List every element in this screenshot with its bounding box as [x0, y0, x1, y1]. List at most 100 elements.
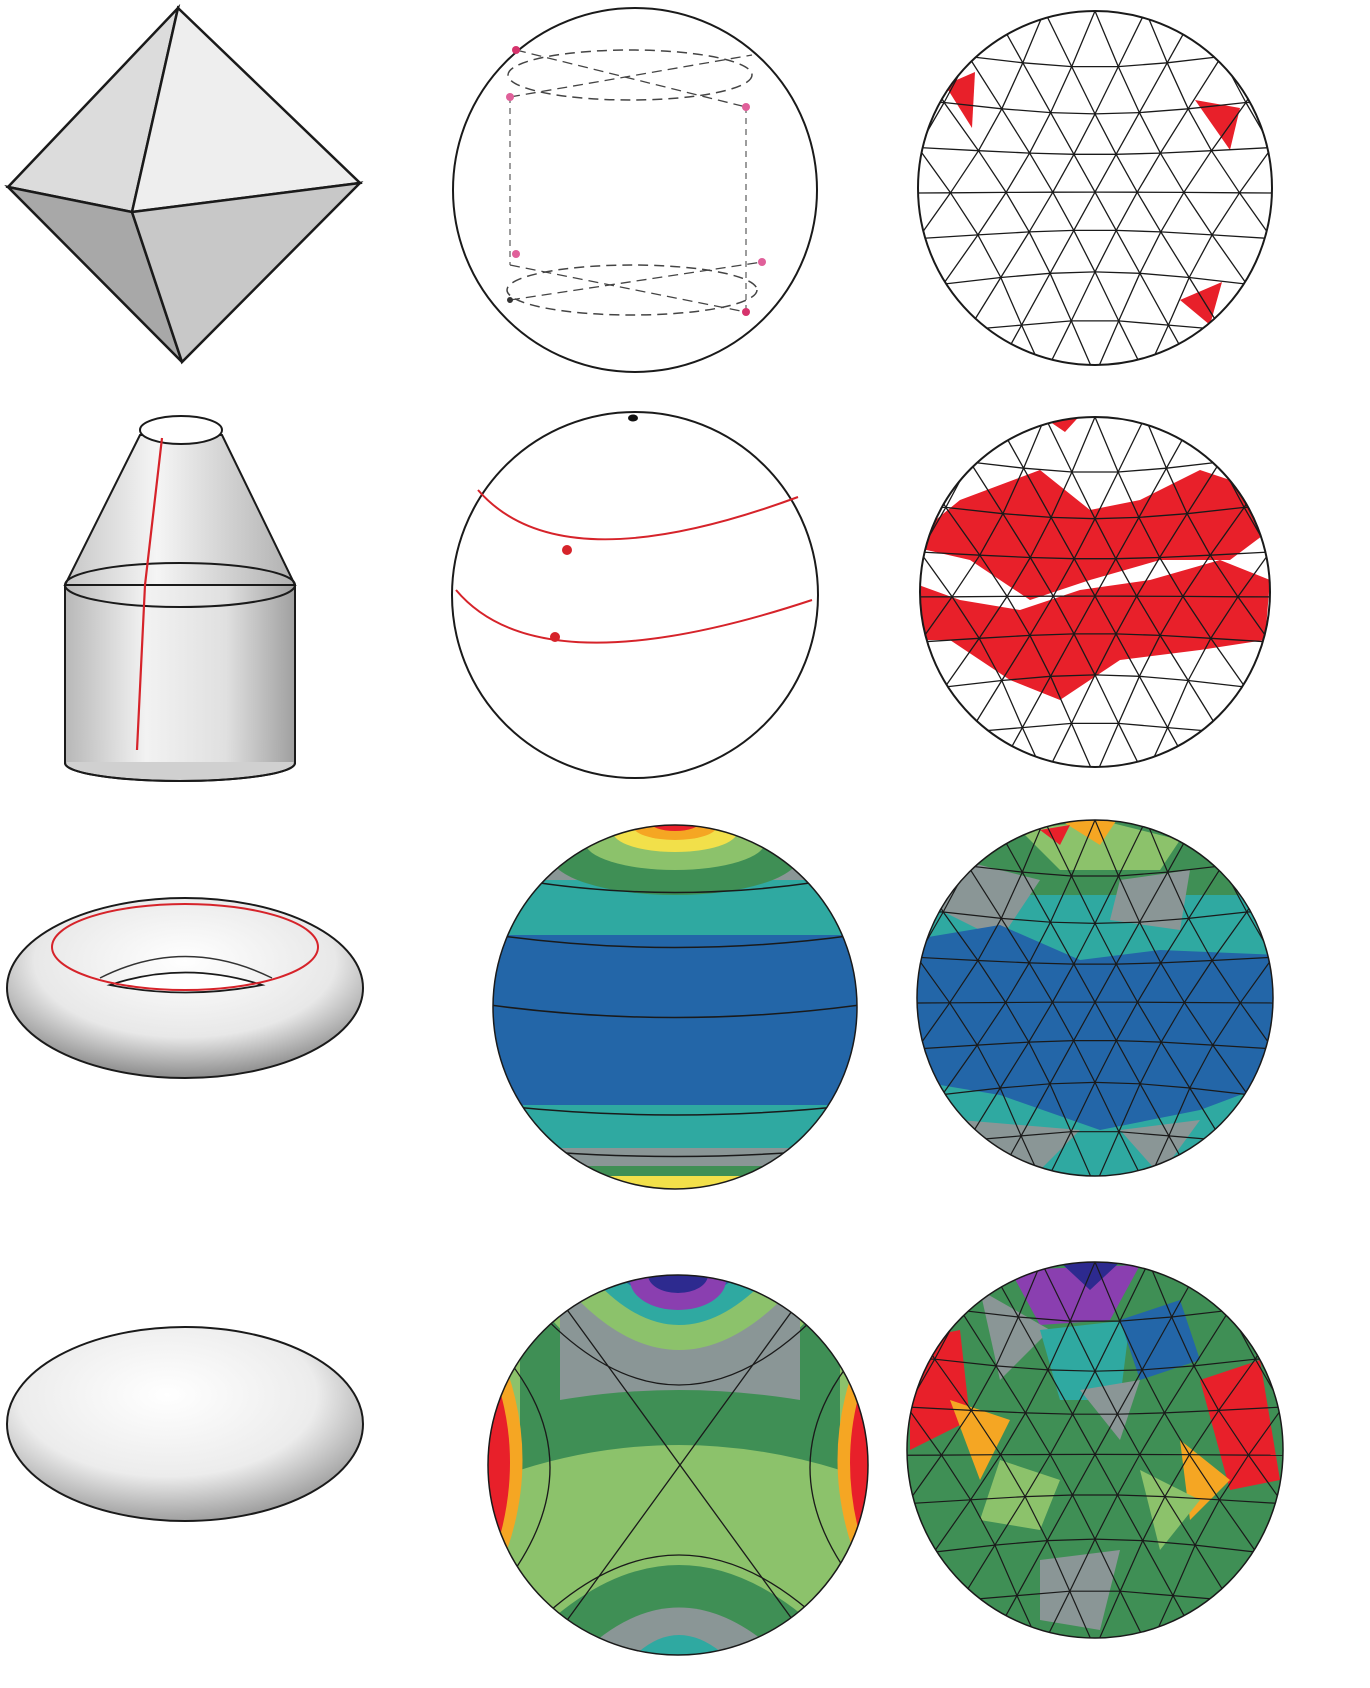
mesh-edge: [1273, 1140, 1298, 1186]
cylinder-diagonal-3: [510, 265, 746, 312]
mesh-edge: [918, 330, 943, 376]
red-latitude-lower: [456, 590, 812, 643]
mesh-edge: [1295, 642, 1320, 687]
ellipsoid-body: [7, 1327, 363, 1521]
mesh-edge: [920, 462, 946, 507]
red-latitude-upper: [478, 490, 798, 539]
mesh-edge: [1310, 1359, 1337, 1407]
mesh-edge: [968, 1140, 993, 1186]
mesh-edge: [1283, 1552, 1310, 1600]
mesh-edge: [1273, 1095, 1298, 1141]
mesh-edge: [892, 1003, 917, 1049]
vertex-dot: [512, 46, 520, 54]
mesh-edge: [1297, 102, 1322, 148]
mesh-edge: [1256, 1262, 1283, 1310]
mesh-edge: [1272, 284, 1297, 330]
mesh-edge: [1220, 417, 1245, 462]
cylinder-body: [65, 585, 295, 763]
mesh-edge: [945, 732, 970, 777]
mesh-edge: [1247, 866, 1273, 912]
triangulated-sphere-red-bands-panel: [895, 410, 1320, 777]
sphere-red-latitudes-panel: [452, 412, 818, 778]
mesh-edge: [1273, 1049, 1298, 1095]
mesh-edge: [892, 1049, 917, 1095]
cone-cylinder-panel: [65, 416, 295, 781]
mesh-edge: [1221, 330, 1246, 376]
mesh-edge: [1298, 912, 1324, 958]
mesh-edge: [920, 687, 945, 732]
mesh-edge: [917, 1095, 942, 1141]
mesh-edge: [1270, 687, 1295, 732]
mesh-edge: [1283, 1504, 1310, 1552]
mesh-edge: [893, 193, 918, 239]
vertex-dot: [742, 103, 750, 111]
sphere-saddle-contours-panel: [485, 1250, 875, 1660]
mesh-edge: [1270, 597, 1295, 642]
mesh-edge: [895, 507, 920, 552]
mesh-edge: [1297, 148, 1322, 194]
mesh-edge: [1310, 1504, 1337, 1552]
mesh-edge: [1248, 820, 1273, 866]
mesh-edge: [943, 330, 968, 376]
mesh-edge: [1297, 239, 1322, 285]
ellipsoid-panel: [7, 1327, 363, 1521]
mesh-edge: [1298, 866, 1324, 912]
mesh-edge: [880, 1359, 907, 1407]
mesh-edge: [1295, 552, 1320, 597]
mesh-edge: [1247, 11, 1272, 57]
mesh-edge: [880, 1262, 907, 1310]
mesh-edge: [943, 11, 968, 57]
mesh-edge: [934, 1600, 961, 1648]
mesh-edge: [1229, 1262, 1256, 1310]
mesh-edge: [1272, 57, 1297, 103]
vertex-dot: [742, 308, 750, 316]
mesh-edge: [1310, 1407, 1337, 1455]
mesh-edge: [917, 820, 942, 866]
octahedron-panel: [8, 8, 360, 362]
mesh-edge: [895, 417, 920, 462]
mesh-edge: [942, 1140, 968, 1186]
mesh-edge: [907, 1310, 935, 1359]
mesh-edge: [1283, 1262, 1310, 1310]
mesh-edge: [892, 1095, 917, 1141]
mesh-edge: [1220, 732, 1245, 777]
mesh-edge: [880, 1407, 907, 1455]
mesh-edge: [893, 57, 918, 103]
mesh-edge: [907, 1262, 934, 1310]
torus-panel: [7, 898, 363, 1078]
mesh-edge: [1270, 417, 1295, 462]
mesh-edge: [1273, 912, 1298, 958]
mesh-edge: [1283, 1359, 1310, 1407]
mesh-edge: [942, 820, 968, 866]
mesh-edge: [1222, 820, 1248, 866]
cylinder-top-ellipse: [508, 50, 752, 100]
mesh-edge: [1272, 239, 1297, 285]
mesh-edge: [1298, 1049, 1324, 1095]
red-point: [562, 545, 572, 555]
mesh-edge: [1273, 957, 1298, 1003]
mesh-edge: [1247, 330, 1272, 376]
mesh-edge: [1272, 148, 1297, 194]
mesh-edge: [895, 597, 920, 642]
mesh-edge: [1310, 1600, 1337, 1648]
cone-top-ellipse: [140, 416, 222, 444]
mesh-edge: [893, 148, 918, 194]
mesh-edge: [918, 57, 944, 103]
mesh-edge: [918, 11, 943, 57]
mesh-edge: [1297, 193, 1322, 239]
mesh-edge: [892, 1140, 917, 1186]
mesh-edge: [895, 687, 920, 732]
mesh-edge: [1202, 1600, 1229, 1648]
mesh-edge: [1221, 11, 1246, 57]
mesh-edge: [892, 912, 917, 958]
mesh-edge: [1295, 417, 1320, 462]
mesh-edge: [1298, 820, 1324, 866]
mesh-edge: [892, 866, 917, 912]
sphere-outline: [453, 8, 817, 372]
mesh-edge: [1297, 11, 1322, 57]
mesh-edge: [1283, 1600, 1310, 1648]
mesh-edge: [1256, 1600, 1283, 1648]
mesh-edge: [907, 1600, 934, 1648]
mesh-edge: [1295, 687, 1320, 732]
mesh-edge: [1248, 1140, 1273, 1186]
